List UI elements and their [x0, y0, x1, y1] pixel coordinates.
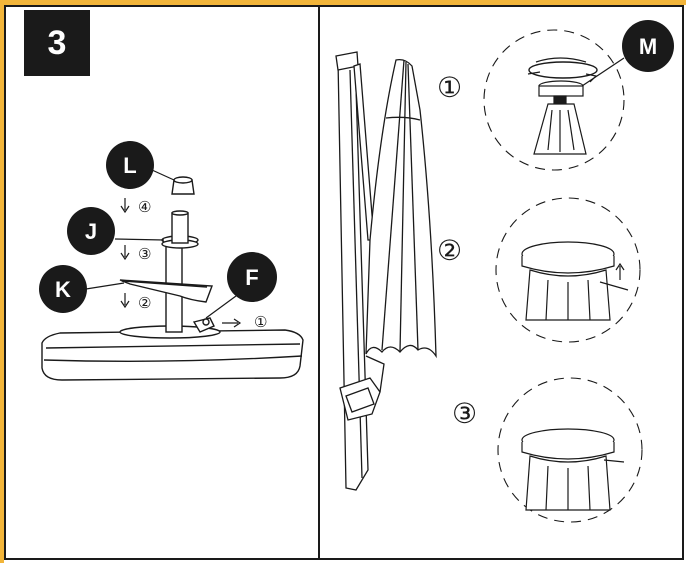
label-l: L: [123, 153, 136, 178]
label-circle-k: [39, 265, 87, 313]
arrow-down-icon: [120, 198, 130, 214]
base-assembly-drawing: [41, 176, 304, 381]
detail-three-drawing: [521, 428, 625, 511]
top-accent-bar: [0, 0, 686, 5]
left-order-arrows: ④ ③ ② ①: [120, 198, 267, 331]
upper-tube: [171, 212, 189, 244]
umbrella-drawing: [335, 51, 437, 491]
label-circle-j: [67, 207, 115, 255]
order-four: ④: [138, 198, 151, 216]
left-leader-lines: [85, 169, 237, 319]
base-weight: [41, 329, 304, 381]
label-k: K: [55, 277, 71, 302]
arrow-down-icon: [120, 293, 130, 309]
rotate-arrow-icon: [535, 57, 587, 63]
label-m-group: M: [581, 20, 674, 87]
label-circle-m: [622, 20, 674, 72]
label-circle-f: [227, 252, 277, 302]
left-part-labels: L J K F: [39, 141, 277, 313]
detail-one-drawing: [527, 61, 598, 155]
label-m: M: [639, 34, 657, 59]
arrow-down-icon: [120, 245, 130, 261]
detail-step-one: ①: [437, 71, 462, 104]
label-j: J: [85, 219, 97, 244]
arrow-right-icon: [222, 318, 242, 328]
step-number: 3: [47, 23, 67, 62]
order-three: ③: [138, 245, 151, 263]
left-accent-bar: [0, 0, 4, 563]
order-one: ①: [254, 313, 267, 331]
detail-two-drawing: [521, 241, 629, 321]
detail-step-three: ③: [452, 397, 477, 430]
detail-step-two: ②: [437, 234, 462, 267]
order-two: ②: [138, 294, 151, 312]
label-f: F: [245, 265, 258, 290]
detail-circles: [483, 29, 643, 523]
umbrella-canopy: [365, 58, 437, 359]
label-circle-l: [106, 141, 154, 189]
step-number-badge: 3: [24, 10, 90, 76]
